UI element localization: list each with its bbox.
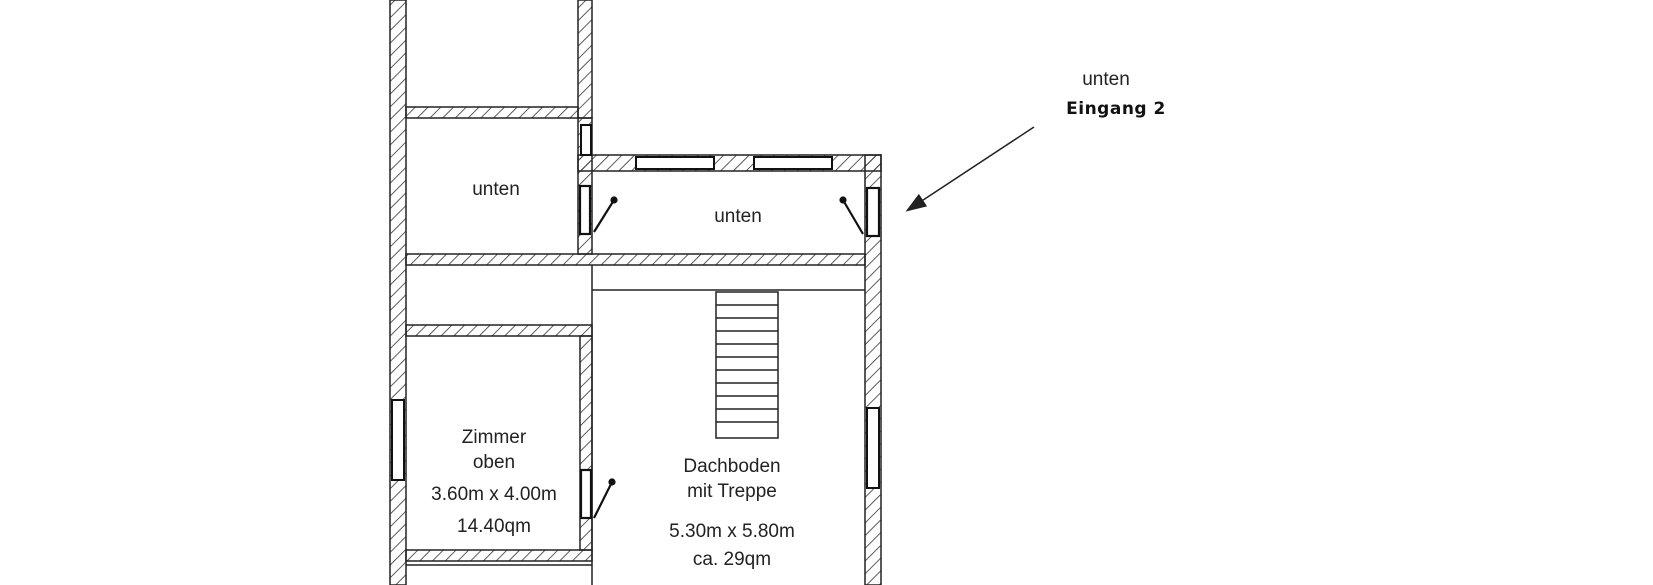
window-mid-upper (580, 124, 592, 156)
door-zimmer (579, 468, 593, 520)
staircase (715, 291, 779, 439)
window-top-2 (753, 156, 833, 170)
window-top-1 (635, 156, 715, 170)
zimmer-name-line2: oben (473, 452, 515, 473)
entrance-level-label: unten (1082, 69, 1130, 90)
inner-top-right-wall (577, 0, 593, 119)
door-right-top-room (865, 186, 881, 238)
zimmer-name-line1: Zimmer (462, 427, 527, 448)
wall-h-2 (405, 253, 866, 266)
wall-h-1 (405, 106, 579, 119)
room-left-small-label: unten (472, 179, 520, 200)
window-left-outer (391, 399, 405, 481)
entrance-title: Eingang 2 (1066, 99, 1166, 119)
wall-top-right-room (577, 154, 882, 172)
dachboden-dimensions: 5.30m x 5.80m (669, 521, 795, 542)
dachboden-name-line1: Dachboden (683, 456, 780, 477)
windows (391, 124, 880, 489)
door-left-top-room (578, 184, 592, 236)
zimmer-dimensions: 3.60m x 4.00m (431, 484, 557, 505)
wall-h-3 (405, 324, 593, 337)
zimmer-area: 14.40qm (457, 516, 531, 537)
dachboden-name-line2: mit Treppe (687, 481, 777, 502)
wall-h-4 (405, 549, 593, 562)
dachboden-area: ca. 29qm (693, 549, 771, 570)
window-right-outer (866, 407, 880, 489)
outer-left-wall (389, 0, 407, 585)
doors (578, 184, 881, 520)
room-boundaries (406, 265, 865, 585)
room-top-right-label: unten (714, 206, 762, 227)
entrance-arrow (905, 126, 1035, 212)
